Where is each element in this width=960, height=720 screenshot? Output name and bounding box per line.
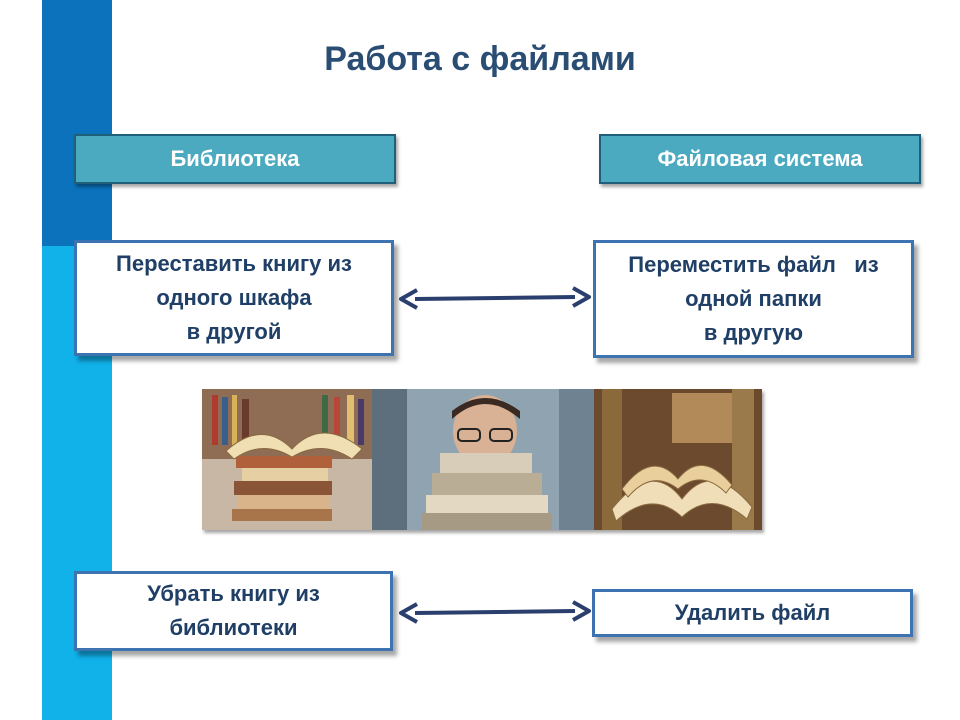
card-line: Переместить файл из bbox=[628, 252, 879, 277]
double-arrow-icon bbox=[399, 286, 591, 310]
card-line: Переставить книгу из bbox=[116, 251, 352, 276]
move-file-card: Переместить файл из одной папки в другую bbox=[593, 240, 914, 358]
card-line: одной папки bbox=[685, 286, 822, 311]
card-line: библиотеки bbox=[169, 615, 298, 640]
card-line: в другой bbox=[186, 319, 282, 344]
page-title: Работа с файлами bbox=[324, 40, 636, 78]
remove-book-card: Убрать книгу из библиотеки bbox=[74, 571, 393, 651]
books-photo bbox=[202, 389, 762, 530]
move-book-card: Переставить книгу из одного шкафа в друг… bbox=[74, 240, 394, 356]
double-arrow-icon bbox=[399, 600, 591, 624]
library-header: Библиотека bbox=[74, 134, 396, 184]
card-line: Удалить файл bbox=[674, 600, 831, 625]
delete-file-card: Удалить файл bbox=[592, 589, 913, 637]
file-system-header: Файловая система bbox=[599, 134, 921, 184]
card-line: Убрать книгу из bbox=[147, 581, 320, 606]
card-line: в другую bbox=[703, 320, 804, 345]
card-line: одного шкафа bbox=[156, 285, 312, 310]
side-band-dark bbox=[42, 0, 112, 246]
